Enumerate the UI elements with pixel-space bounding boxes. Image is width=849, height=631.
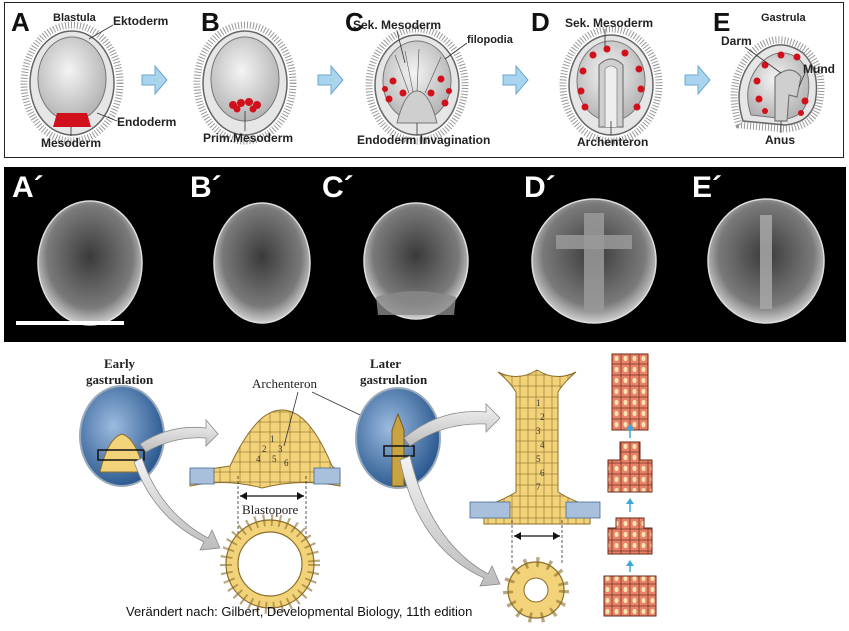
stage-a-blastocoel — [37, 36, 107, 122]
label-sek-mesoderm-d: Sek. Mesoderm — [565, 16, 653, 30]
gastrulation-diagrams-svg: Early gastrulation 1 2 3 4 5 6 Archenter… — [79, 353, 657, 623]
label-ektoderm: Ektoderm — [113, 14, 168, 28]
stage-b-letter: B — [201, 7, 220, 37]
arrow-a-to-b-icon — [141, 64, 168, 96]
later-section-column — [483, 369, 591, 525]
scale-bar — [16, 321, 124, 325]
stage-e: E Gastrula Darm Mund Anus — [713, 7, 835, 147]
arrow-later-to-ring-icon — [399, 455, 501, 587]
sem-letter-d: D´ — [524, 171, 556, 204]
stage-c-mesoderm-cells — [382, 75, 452, 107]
stage-b: B Prim.Mesoderm — [193, 7, 297, 145]
intercalation-stage-4 — [611, 353, 649, 431]
stage-a: A Blastula Ektoderm Endoderm Mesoderm — [11, 7, 176, 150]
stage-a-cilia — [20, 21, 124, 145]
sem-micrographs-svg: A´ B´ C´ D´ E´ — [12, 171, 825, 326]
sem-letter-a: A´ — [12, 171, 44, 204]
sem-letter-e: E´ — [692, 171, 722, 204]
intercalation-stage-3 — [607, 441, 653, 493]
sem-embryo-c — [363, 202, 469, 320]
arrow-d-to-e-icon — [684, 64, 711, 96]
label-filopodia: filopodia — [467, 34, 514, 46]
arrow-later-to-section-icon — [403, 403, 501, 447]
label-prim-mesoderm: Prim.Mesoderm — [203, 131, 293, 145]
svg-text:1: 1 — [270, 434, 275, 444]
source-caption: Verändert nach: Gilbert, Developmental B… — [126, 604, 473, 619]
sem-embryo-a — [37, 200, 143, 326]
stage-c: C Sek. Mesoderm filopodia Endoderm Invag… — [345, 7, 514, 147]
stage-a-mesoderm-mark — [53, 113, 91, 127]
cell-intercalation-sequence — [603, 353, 657, 617]
label-sek-mesoderm-c: Sek. Mesoderm — [353, 18, 441, 32]
later-cell-numbers: 1 2 3 4 5 6 7 — [536, 398, 545, 492]
svg-text:4: 4 — [540, 440, 545, 450]
label-archenteron-bottom: Archenteron — [252, 376, 317, 391]
stage-e-gut — [774, 69, 802, 122]
svg-text:5: 5 — [536, 454, 541, 464]
label-mesoderm: Mesoderm — [41, 136, 101, 150]
early-cell-numbers: 1 2 3 4 5 6 — [256, 434, 289, 468]
schematic-stages-svg: A Blastula Ektoderm Endoderm Mesoderm B … — [11, 7, 835, 150]
svg-text:3: 3 — [536, 426, 541, 436]
label-anus: Anus — [765, 133, 795, 147]
sem-micrographs-panel: A´ B´ C´ D´ E´ — [4, 167, 846, 342]
stage-c-filopodia — [394, 48, 442, 94]
intercalation-stage-1 — [603, 575, 657, 617]
later-section-ectoderm-right — [565, 501, 601, 519]
stage-c-letter: C — [345, 7, 364, 37]
label-blastopore: Blastopore — [242, 502, 299, 517]
sem-letter-b: B´ — [190, 171, 222, 204]
early-section-ectoderm-right — [313, 467, 341, 485]
arrow-b-to-c-icon — [317, 64, 344, 96]
svg-text:2: 2 — [540, 412, 545, 422]
later-title-line-1: Later — [370, 356, 401, 371]
arrow-c-to-d-icon — [502, 64, 529, 96]
sem-embryo-b — [213, 202, 311, 324]
svg-text:5: 5 — [272, 454, 277, 464]
label-darm: Darm — [721, 34, 752, 48]
later-embryo-archenteron — [391, 412, 405, 487]
label-endoderm-invagination: Endoderm Invagination — [357, 133, 490, 147]
stage-e-mesoderm-cells — [753, 51, 809, 116]
svg-text:1: 1 — [536, 398, 541, 408]
svg-text:7: 7 — [536, 482, 541, 492]
intercalation-arrow-2-icon — [626, 498, 634, 504]
sem-letter-c: C´ — [322, 171, 354, 204]
svg-text:2: 2 — [262, 444, 267, 454]
label-archenteron: Archenteron — [577, 135, 648, 149]
early-section-ectoderm-left — [189, 467, 215, 485]
intercalation-arrow-3-icon — [626, 424, 634, 430]
svg-text:3: 3 — [278, 444, 283, 454]
gastrulation-diagrams-panel: Early gastrulation 1 2 3 4 5 6 Archenter… — [0, 342, 849, 631]
early-section-cells — [189, 409, 341, 489]
later-title-line-2: gastrulation — [360, 372, 428, 387]
label-endoderm: Endoderm — [117, 115, 176, 129]
svg-text:6: 6 — [540, 468, 545, 478]
schematic-stages-panel: A Blastula Ektoderm Endoderm Mesoderm B … — [4, 2, 844, 158]
stage-e-letter: E — [713, 7, 730, 37]
arrow-early-to-ring-icon — [133, 457, 221, 551]
stage-a-title: Blastula — [53, 12, 97, 24]
early-title-line-1: Early — [104, 356, 136, 371]
arrow-early-to-section-icon — [139, 418, 219, 453]
stage-e-title: Gastrula — [761, 12, 807, 24]
intercalation-arrow-1-icon — [626, 560, 634, 566]
stage-b-primary-mesoderm-cells — [229, 98, 261, 113]
stage-d-letter: D — [531, 7, 550, 37]
stage-b-blastocoel — [210, 36, 280, 122]
early-title-line-2: gastrulation — [86, 372, 154, 387]
intercalation-stage-2 — [607, 517, 653, 555]
stage-d-mesoderm-cells — [577, 45, 645, 111]
svg-text:4: 4 — [256, 454, 261, 464]
later-section-ectoderm-left — [469, 501, 511, 519]
svg-text:6: 6 — [284, 458, 289, 468]
label-mund: Mund — [803, 62, 835, 76]
stage-d: D Sek. Mesoderm Archenteron — [531, 7, 663, 149]
stage-a-letter: A — [11, 7, 30, 37]
